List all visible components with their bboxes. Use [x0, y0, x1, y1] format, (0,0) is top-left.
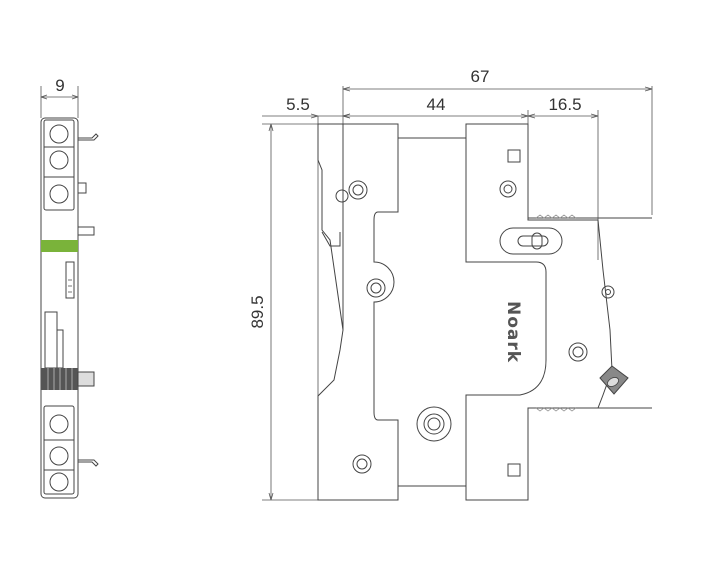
- dimension-middle-width-label: 44: [427, 95, 446, 114]
- side-toggle: [41, 368, 95, 390]
- dimension-right-width: 16.5: [527, 95, 599, 260]
- gear-icon: [601, 285, 615, 299]
- screw-hole: [568, 342, 588, 362]
- screw-hole: [352, 454, 372, 474]
- dimension-right-width-label: 16.5: [548, 95, 581, 114]
- screw-hole: [366, 278, 386, 298]
- dimension-total-width: 67: [342, 67, 653, 215]
- side-view: 9: [40, 76, 99, 499]
- dimension-left-offset-label: 5.5: [286, 95, 310, 114]
- screw-hole: [499, 180, 517, 198]
- green-indicator-band: [41, 240, 78, 252]
- dimension-left-offset: 5.5: [262, 95, 351, 500]
- toggle-lever: [599, 365, 629, 395]
- brand-label: Noark: [503, 301, 523, 363]
- dimension-middle-width: 44: [342, 95, 529, 220]
- dimension-height-label: 89.5: [248, 295, 267, 328]
- dimension-height: 89.5: [248, 123, 320, 501]
- slot-oval: [499, 227, 563, 255]
- dimension-side-width-label: 9: [55, 76, 64, 95]
- dimension-total-width-label: 67: [471, 67, 490, 86]
- screw-hole-large: [416, 406, 452, 442]
- screw-hole: [348, 180, 368, 200]
- front-view: 67 5.5 44 16.5 89.5: [248, 67, 653, 501]
- dimension-side-width: 9: [40, 76, 79, 118]
